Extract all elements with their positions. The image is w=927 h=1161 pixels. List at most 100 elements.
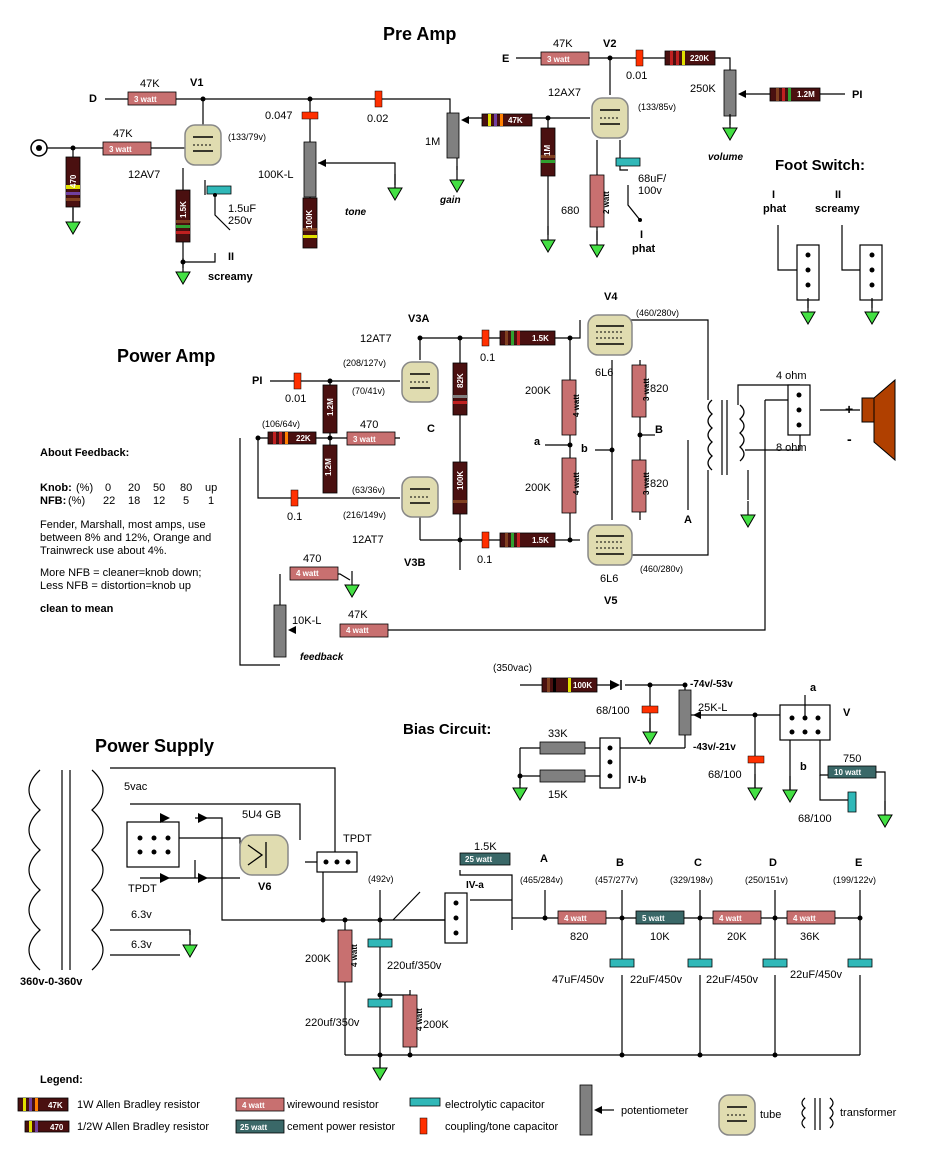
psu-iva: IV-a [466,880,484,891]
label-v460a: (460/280v) [636,308,679,318]
psu-c47: 47uF/450v [552,974,604,986]
fs-screamy: screamy [815,203,861,215]
legend-swatches [17,1084,834,1136]
psu-components [28,769,873,1048]
junction-dot [417,335,423,341]
label-pa-r100k: 100K [456,471,465,490]
psu-node-c: C [694,857,702,869]
v2-type: 12AX7 [548,87,581,99]
junction-dot [619,915,625,921]
psu-4watt-c: 4 watt [719,914,742,923]
psu-ve: (199/122v) [833,875,876,885]
bias-vac: (350vac) [493,663,532,674]
psu-node-d: D [769,857,777,869]
title-poweramp: Power Amp [117,346,215,366]
junction-dot [307,96,313,102]
bias-r750: 750 [843,753,861,765]
fb-line1: Fender, Marshall, most amps, use [40,519,206,531]
junction-dot [327,378,333,384]
junction-dot [200,96,206,102]
legend-25watt: 25 watt [240,1123,267,1132]
title-powersupply: Power Supply [95,736,214,756]
psu-5vac: 5vac [124,781,148,793]
label-r1-5k: 1.5K [179,201,188,218]
bias-pot: 25K-L [698,702,727,714]
label-node-a: A [684,514,692,526]
psu-vb: (457/277v) [595,875,638,885]
bias-c68c: 68/100 [798,813,832,825]
title-preamp: Pre Amp [383,24,456,44]
label-fb-4watt: 4 watt [296,569,319,578]
label-r1-5k-a: 1.5K [532,334,549,343]
fb-line2: between 8% and 12%, Orange and [40,532,211,544]
junction-dot [697,915,703,921]
label-3watt-d: 3 watt [134,95,157,104]
junction-dot [772,915,778,921]
psu-c22a: 22uF/450v [630,974,682,986]
junction-dot [377,917,383,923]
fs-phat: phat [763,203,787,215]
label-pa-r470: 470 [360,419,378,431]
bias-components [539,677,877,813]
junction-dot [752,712,758,718]
junction-dot [857,915,863,921]
label-v216: (216/149v) [343,510,386,520]
junction-dot [342,917,348,923]
fb-line4: More NFB = cleaner=knob down; [40,567,201,579]
label-r200k-a: 200K [525,385,551,397]
label-6l6a: 6L6 [595,367,613,379]
label-pa-3watt-a: 3 watt [642,378,651,401]
psu-r200k-a: 200K [305,953,331,965]
fb-nfb-0: 22 [103,495,115,507]
legend-r47k: 47K [48,1101,63,1110]
junction-dot [457,537,463,543]
fb-knob-4: up [205,482,217,494]
label-feedback: feedback [300,652,344,663]
label-2watt: 2 watt [602,191,611,214]
label-v460b: (460/280v) [640,564,683,574]
label-r1-5k-b: 1.5K [532,536,549,545]
label-r1m: 1M [543,145,552,156]
label-v4: V4 [604,291,618,303]
psu-4watt-v2: 4 watt [415,1008,424,1031]
label-v208: (208/127v) [343,358,386,368]
junction-dot [70,145,76,151]
label-6l6b: 6L6 [600,573,618,585]
psu-c22b: 22uF/450v [706,974,758,986]
fb-nfb-label: NFB: [40,495,66,507]
psu-node-b: B [616,857,624,869]
label-3watt-in: 3 watt [109,145,132,154]
junction-dot [607,55,613,61]
fs-ii: II [835,189,841,201]
label-r820b: 820 [650,478,668,490]
psu-4watt-a: 4 watt [564,914,587,923]
node-d: D [89,93,97,105]
v2-volts: (133/85v) [638,102,676,112]
legend-ww: wirewound resistor [286,1099,379,1111]
psu-r820: 820 [570,931,588,943]
junction-dot [457,335,463,341]
junction-dots [70,55,863,1058]
label-minus: - [847,431,852,447]
label-r82k: 82K [456,373,465,388]
psu-4watt-d: 4 watt [793,914,816,923]
junction-dot [377,992,383,998]
label-c002: 0.02 [367,113,388,125]
label-cap-68uf: 68uF/ [638,173,667,185]
psu-tube: 5U4 GB [242,809,281,821]
junction-dot [609,447,615,453]
label-12at7b: 12AT7 [352,534,384,546]
bias-c68a: 68/100 [596,705,630,717]
poweramp-components [267,314,896,658]
label-pot-100kl: 100K-L [258,169,293,181]
bias-sw-a: a [810,682,817,694]
label-v5: V5 [604,595,617,607]
psu-vd: (250/151v) [745,875,788,885]
label-node-b: B [655,424,663,436]
node-e: E [502,53,509,65]
fb-knob-label: Knob: [40,482,72,494]
bias-10watt: 10 watt [834,768,861,777]
label-fb-4watt-b: 4 watt [346,626,369,635]
bias-vneg2: -43v/-21v [693,742,736,753]
label-c01c: 0.1 [477,554,492,566]
